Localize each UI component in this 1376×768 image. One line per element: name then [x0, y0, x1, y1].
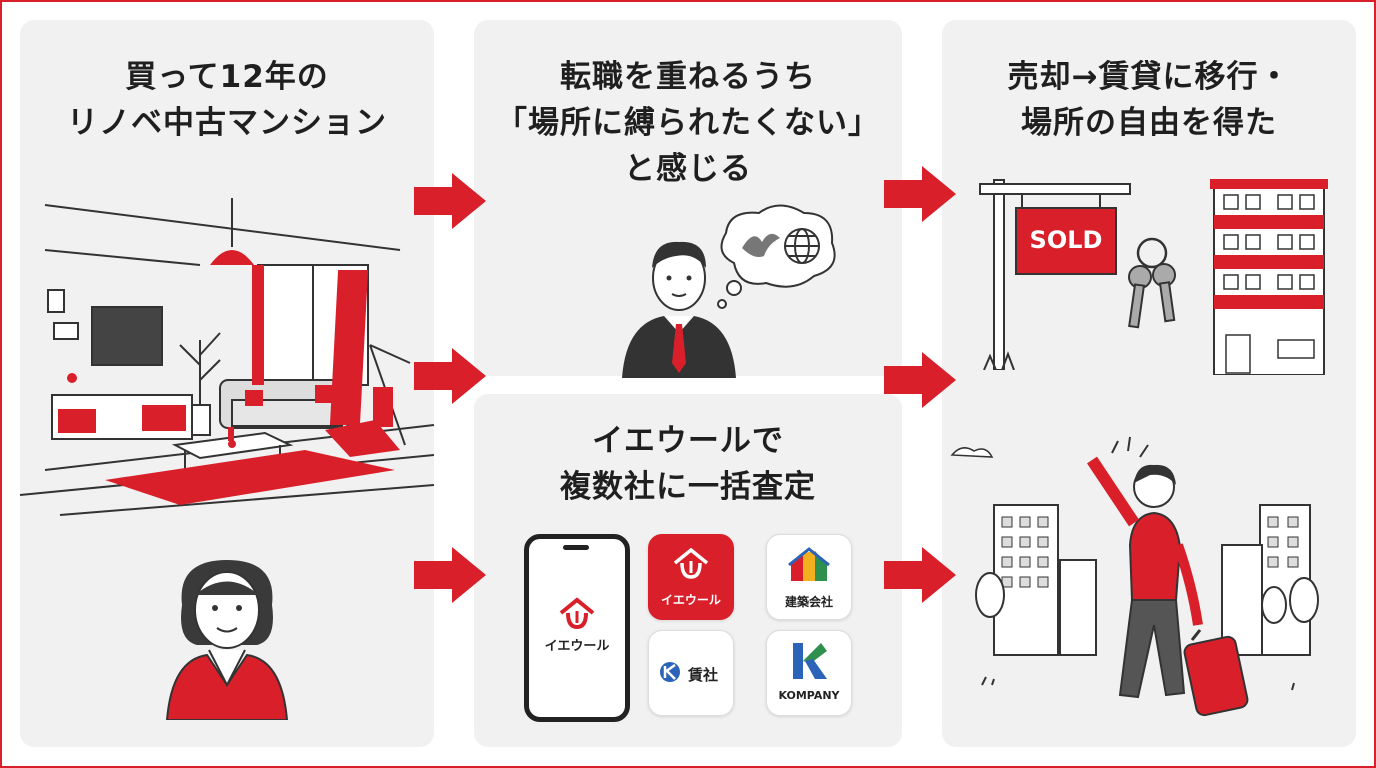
arrow-left-to-center-3: [414, 547, 486, 603]
app-tile-label: イエウール: [661, 593, 721, 607]
ieul-logo-icon: [559, 597, 595, 630]
city-traveler-illustration: [950, 436, 1319, 717]
arrow-left-to-center-2: [414, 348, 486, 404]
sold-sign-text: SOLD: [1029, 226, 1103, 254]
arrow-center-to-right-3: [884, 547, 956, 603]
living-room-illustration: [20, 198, 434, 516]
app-tile-label: 賃社: [687, 666, 718, 684]
panel-location-freedom: 売却→賃貸に移行・ 場所の自由を得た SOLD: [942, 20, 1356, 747]
bird-icon: [742, 233, 780, 257]
ieul-house-icon: [673, 547, 709, 579]
globe-icon: [784, 228, 820, 264]
app-tile-label: 建築会社: [784, 595, 833, 609]
panel-title-bulk-appraisal: イエウールで 複数社に一括査定: [560, 423, 816, 505]
panel-bought-apartment: 買って12年の リノベ中古マンション: [20, 20, 434, 747]
app-tile-ieul[interactable]: イエウール: [648, 534, 734, 620]
arrow-center-to-right-2: [884, 352, 956, 408]
sold-signpost: [979, 179, 1131, 370]
panel-title-bought-apartment: 買って12年の リノベ中古マンション: [67, 59, 387, 141]
thought-bubble: [717, 204, 836, 309]
k-logo-icon: [793, 643, 827, 679]
k-swoosh-icon: [660, 662, 680, 682]
panel-job-change: 転職を重ねるうち 「場所に縛られたくない」 と感じる: [474, 20, 902, 378]
app-tile-label: KOMPANY: [778, 689, 840, 702]
phone-app-label: イエウール: [544, 639, 610, 654]
businessman-avatar: [622, 241, 736, 378]
arrow-left-to-center-1: [414, 173, 486, 229]
panel-title-job-change: 転職を重ねるうち 「場所に縛られたくない」 と感じる: [496, 59, 880, 187]
app-tile-kompany[interactable]: KOMPANY: [766, 630, 852, 716]
smartphone: イエウール: [524, 534, 630, 722]
panel-bulk-appraisal: イエウールで 複数社に一括査定 イエウール イエウール 建築会社: [474, 394, 902, 747]
apartment-building: [1210, 179, 1328, 375]
house-logo-icon: [788, 547, 830, 581]
app-tile-construction-company[interactable]: 建築会社: [766, 534, 852, 620]
panel-title-location-freedom: 売却→賃貸に移行・ 場所の自由を得た: [1007, 59, 1291, 141]
woman-avatar-left: [165, 560, 289, 720]
keys-icon: [1128, 237, 1176, 329]
arrow-center-to-right-1: [884, 166, 956, 222]
app-tile-rental-company[interactable]: 賃社: [648, 630, 734, 716]
